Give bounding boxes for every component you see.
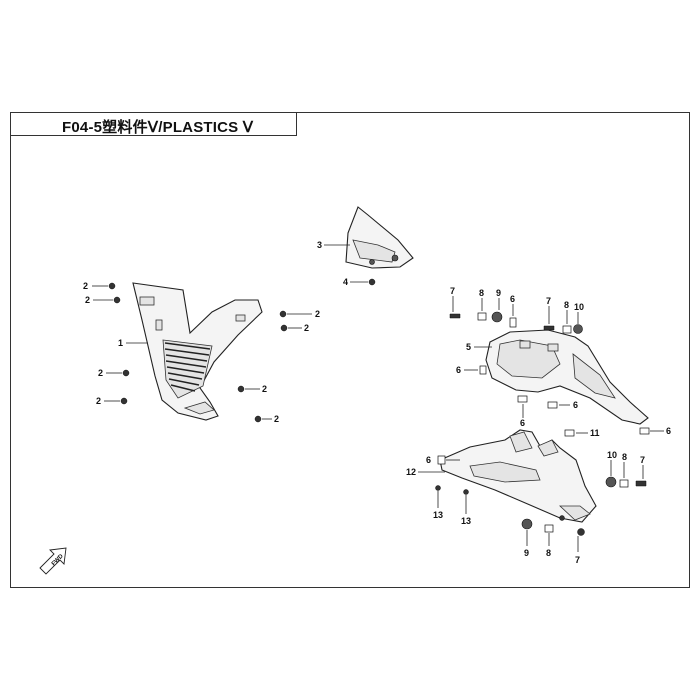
callout-labels: 2 2 1 2 2 2 2 2 2 3 4 7 8 9 6 7 8 10 5 6… <box>83 240 671 565</box>
callout-11: 11 <box>590 428 600 438</box>
callout-7: 7 <box>575 555 580 565</box>
callout-2: 2 <box>98 368 103 378</box>
callout-6: 6 <box>666 426 671 436</box>
callout-4: 4 <box>343 277 348 287</box>
lower-side-cover <box>439 429 597 523</box>
callout-7: 7 <box>546 296 551 306</box>
triangular-side-panel <box>345 206 414 269</box>
callout-6: 6 <box>573 400 578 410</box>
callout-6: 6 <box>456 365 461 375</box>
callout-6: 6 <box>520 418 525 428</box>
callout-12: 12 <box>406 467 416 477</box>
callout-2: 2 <box>85 295 90 305</box>
callout-7: 7 <box>450 286 455 296</box>
callout-9: 9 <box>496 288 501 298</box>
page-title: F04-5塑料件Ⅴ/PLASTICS Ⅴ <box>62 119 254 136</box>
callout-2: 2 <box>262 384 267 394</box>
leader-lines <box>92 244 664 552</box>
callout-9: 9 <box>524 548 529 558</box>
title-box <box>10 112 297 136</box>
callout-8: 8 <box>622 452 627 462</box>
callout-13: 13 <box>461 516 471 526</box>
callout-2: 2 <box>83 281 88 291</box>
diagram-frame <box>10 112 690 588</box>
callout-8: 8 <box>564 300 569 310</box>
callout-10: 10 <box>607 450 617 460</box>
callout-6: 6 <box>426 455 431 465</box>
callout-1: 1 <box>118 338 123 348</box>
upper-side-cover <box>485 329 649 425</box>
callout-8: 8 <box>546 548 551 558</box>
callout-2: 2 <box>315 309 320 319</box>
callout-2: 2 <box>274 414 279 424</box>
callout-3: 3 <box>317 240 322 250</box>
front-v-panel <box>132 282 263 421</box>
callout-5: 5 <box>466 342 471 352</box>
callout-2: 2 <box>304 323 309 333</box>
fasteners <box>108 278 650 536</box>
callout-13: 13 <box>433 510 443 520</box>
fwd-arrow-icon: FWD <box>39 547 67 575</box>
callout-7: 7 <box>640 455 645 465</box>
callout-8: 8 <box>479 288 484 298</box>
callout-6: 6 <box>510 294 515 304</box>
callout-10: 10 <box>574 302 584 312</box>
callout-2: 2 <box>96 396 101 406</box>
